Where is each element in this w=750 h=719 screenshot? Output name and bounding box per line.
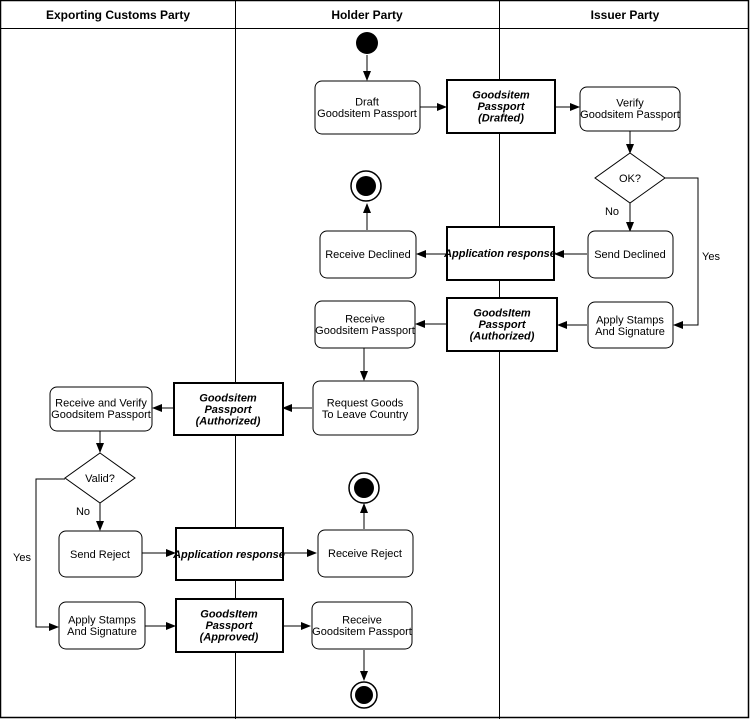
label-line: Goodsitem Passport: [312, 626, 412, 638]
label-line: OK?: [619, 173, 641, 185]
label-line: Application response: [172, 549, 285, 561]
label-line: Passport: [204, 404, 252, 416]
label-application-response-2: Application response: [172, 549, 285, 561]
label-line: Receive: [345, 313, 385, 325]
action-send-declined: Send Declined: [587, 230, 674, 279]
final-node-approved: [350, 681, 378, 709]
label-line: Receive Reject: [328, 548, 402, 560]
label-line: Send Declined: [594, 249, 666, 261]
label-send-reject: Send Reject: [70, 549, 130, 561]
label-valid-yes: Yes: [13, 552, 31, 564]
label-line: GoodsItem: [200, 609, 258, 621]
label-application-response-1: Application response: [443, 248, 556, 260]
label-line: Goodsitem Passport: [51, 409, 151, 421]
label-receive-declined: Receive Declined: [325, 249, 411, 261]
action-send-reject: Send Reject: [58, 530, 143, 578]
lane-header-holder: Holder Party: [331, 8, 403, 22]
edge-ok-yes: [665, 177, 699, 329]
edges: [35, 55, 699, 681]
label-line: GoodsItem: [473, 308, 531, 320]
label-line: Receive: [342, 614, 382, 626]
label-line: Goodsitem Passport: [315, 325, 415, 337]
label-line: Passport: [205, 620, 253, 632]
object-application-response-1: Application response: [443, 226, 556, 281]
label-line: Goodsitem Passport: [580, 109, 680, 121]
final-node-reject: [348, 472, 380, 504]
label-receive-reject: Receive Reject: [328, 548, 402, 560]
label-line: And Signature: [67, 626, 137, 638]
terminal-nodes: [348, 32, 382, 709]
label-line: Goodsitem: [199, 393, 257, 405]
label-send-declined: Send Declined: [594, 249, 666, 261]
lane-header-issuer: Issuer Party: [591, 8, 660, 22]
label-line: Receive and Verify: [55, 397, 147, 409]
label-line: Goodsitem: [472, 90, 530, 102]
label-line: (Approved): [200, 632, 259, 644]
label-line: Passport: [477, 101, 525, 113]
label-line: (Drafted): [478, 113, 524, 125]
decision-ok: OK?: [594, 152, 666, 204]
label-line: Send Reject: [70, 549, 130, 561]
label-line: Passport: [478, 319, 526, 331]
label-line: Apply Stamps: [68, 614, 136, 626]
action-receive-declined: Receive Declined: [319, 230, 417, 279]
label-ok-no: No: [605, 206, 619, 218]
action-receive-reject: Receive Reject: [317, 529, 414, 578]
edge-valid-yes: [35, 478, 65, 631]
label-line: Receive Declined: [325, 249, 411, 261]
label-decision-valid: Valid?: [85, 473, 115, 485]
label-line: Request Goods: [327, 397, 404, 409]
label-line: To Leave Country: [322, 409, 409, 421]
label-line: Draft: [355, 96, 379, 108]
label-line: (Authorized): [470, 331, 535, 343]
label-ok-yes: Yes: [702, 251, 720, 263]
label-line: Apply Stamps: [596, 314, 664, 326]
label-line: (Authorized): [196, 416, 261, 428]
label-decision-ok: OK?: [619, 173, 641, 185]
decision-valid: Valid?: [64, 452, 136, 504]
label-line: Verify: [616, 97, 644, 109]
label-line: Goodsitem Passport: [317, 108, 417, 120]
label-line: Application response: [443, 248, 556, 260]
label-valid-no: No: [76, 506, 90, 518]
final-node-declined: [350, 170, 382, 202]
label-line: And Signature: [595, 326, 665, 338]
initial-node: [356, 32, 378, 54]
lane-header-exporting: Exporting Customs Party: [46, 8, 190, 22]
object-application-response-2: Application response: [172, 527, 285, 581]
label-line: Valid?: [85, 473, 115, 485]
